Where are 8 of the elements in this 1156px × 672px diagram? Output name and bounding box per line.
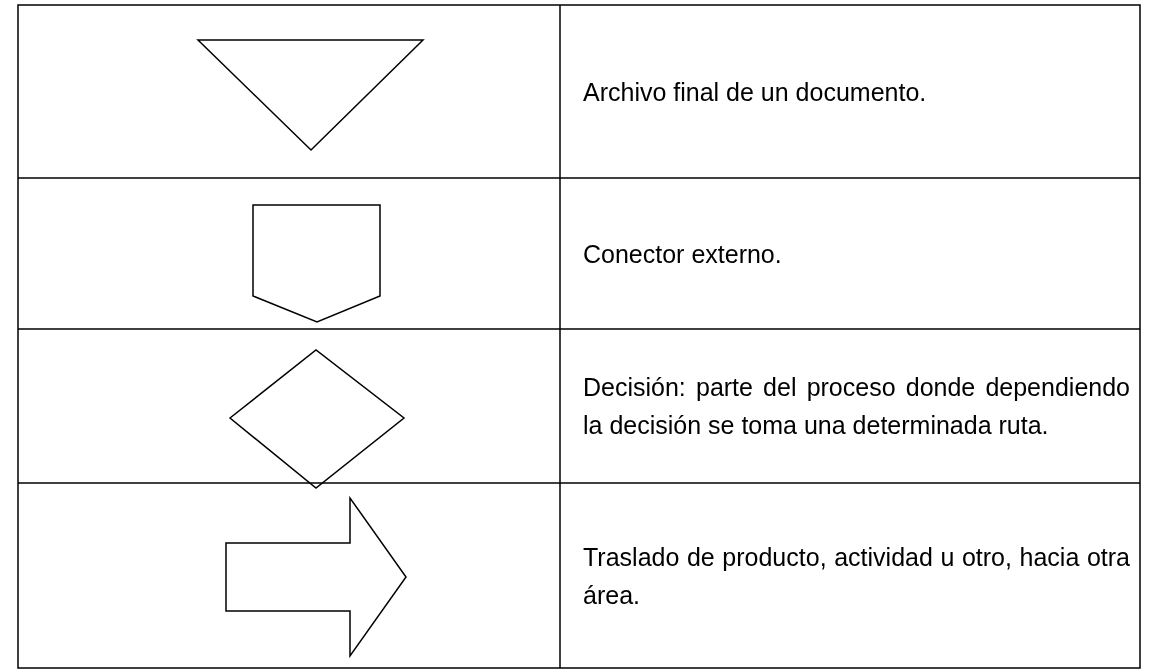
inverted-triangle-symbol	[196, 39, 425, 152]
decision-diamond-symbol	[228, 349, 406, 489]
symbol-description: Decisión: parte del proceso donde dependiendo la decisión se toma una determinada ruta.	[583, 372, 1130, 441]
block-arrow-symbol	[225, 495, 407, 659]
symbol-description: Traslado de producto, actividad u otro, hacia otra área.	[583, 541, 1130, 611]
symbol-description: Conector externo.	[583, 238, 783, 270]
symbol-description: Archivo final de un documento.	[583, 76, 928, 108]
pentagon-connector-symbol	[252, 204, 381, 323]
